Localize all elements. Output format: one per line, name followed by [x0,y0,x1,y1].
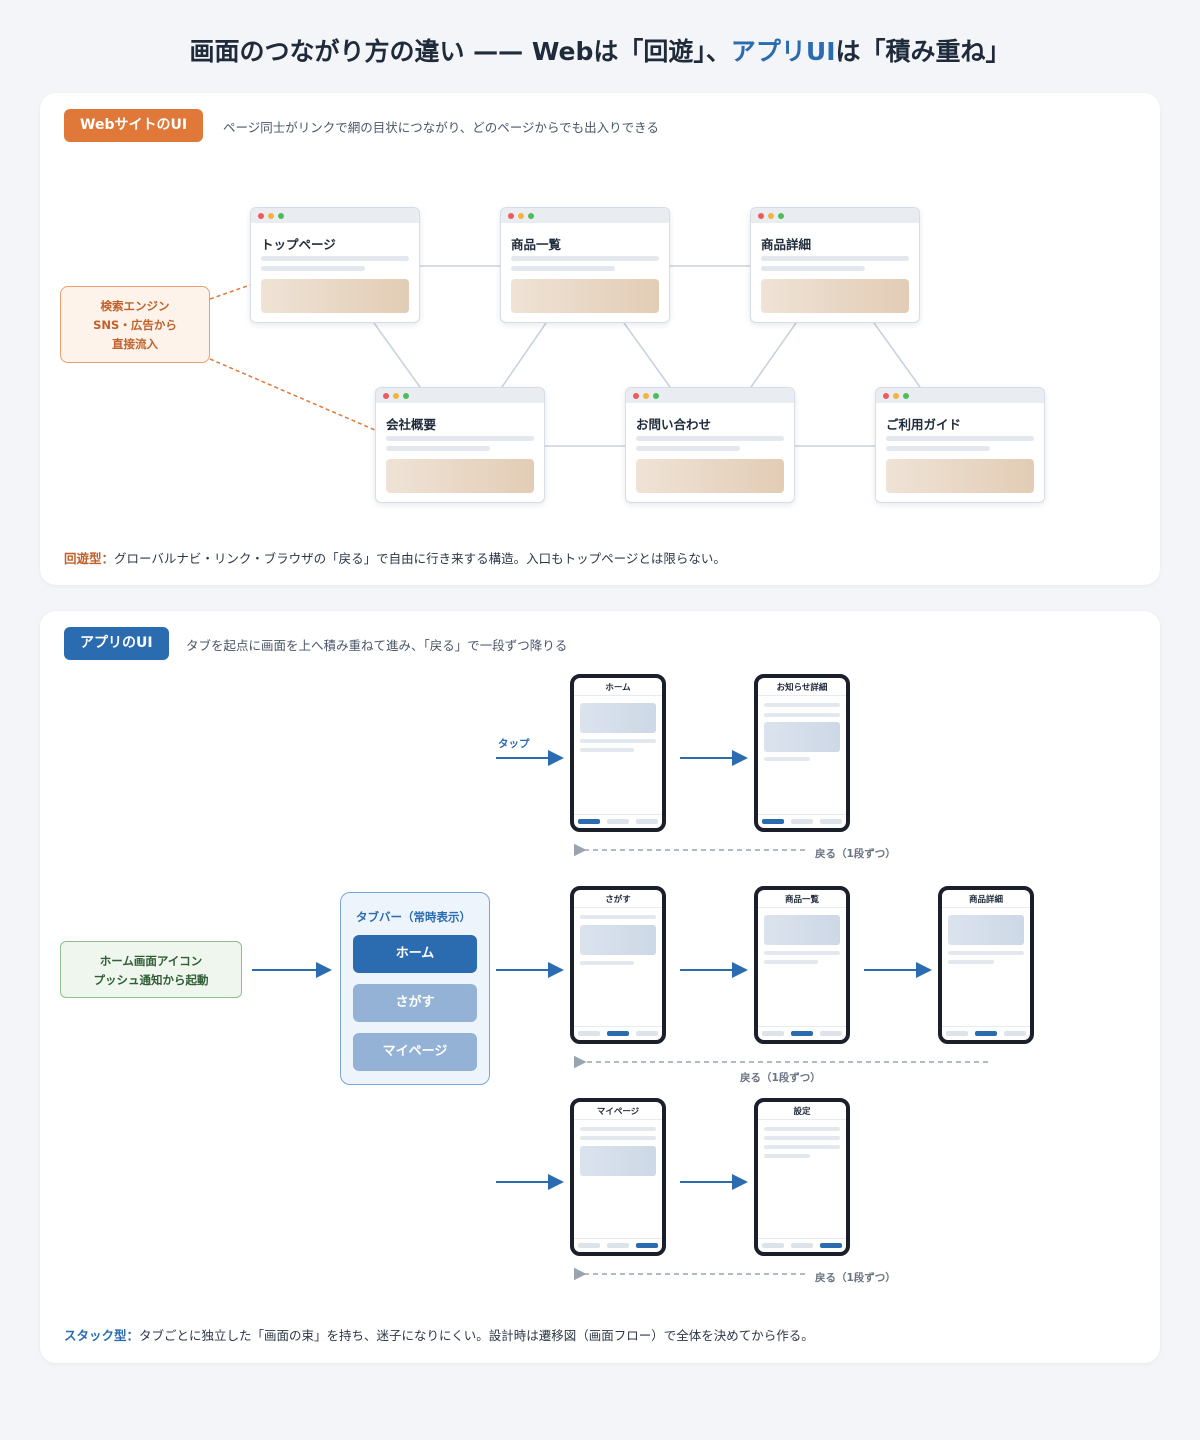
app-subtitle: タブを起点に画面を上へ積み重ねて進み、「戻る」で一段ずつ降りる [186,638,568,653]
phone-title: 商品詳細 [968,895,1003,905]
browser-title: ご利用ガイド [886,417,962,432]
app-note-text: タブごとに独立した「画面の束」を持ち、迷子になりにくい。設計時は遷移図（画面フロ… [139,1328,814,1343]
phone-notice-detail: お知らせ詳細 [754,674,850,832]
image-placeholder [886,459,1034,493]
entry-link-company [209,358,376,431]
page-title-part1: 画面のつながり方の違い —— Webは「回遊」、 [189,37,731,66]
web-subtitle: ページ同士がリンクで網の目状につながり、どのページからでも出入りできる [223,120,659,135]
browser-title: 会社概要 [386,417,437,432]
page-title-part2: は「積み重ね」 [835,37,1011,66]
phone-search: さがす [570,886,666,1044]
page-title: 画面のつながり方の違い —— Webは「回遊」、アプリUIは「積み重ね」 [0,32,1200,68]
app-flow-arrows [252,750,988,1281]
image-placeholder [636,459,784,493]
web-entry-box: 検索エンジン SNS・広告から 直接流入 [60,286,210,363]
browser-window-detail: 商品詳細 [750,207,920,323]
web-note: 回遊型：グローバルナビ・リンク・ブラウザの「戻る」で自由に行き来する構造。入口も… [64,548,726,567]
phone-mypage: マイページ [570,1098,666,1256]
browser-window-list: 商品一覧 [500,207,670,323]
phone-settings: 設定 [754,1098,850,1256]
phone-home: ホーム [570,674,666,832]
app-entry-box: ホーム画面アイコン プッシュ通知から起動 [60,941,242,998]
phone-product-list: 商品一覧 [754,886,850,1044]
browser-window-contact: お問い合わせ [625,387,795,503]
image-placeholder [261,279,409,313]
app-note-key: スタック型： [64,1328,140,1343]
web-section-card: WebサイトのUI ページ同士がリンクで網の目状につながり、どのページからでも出… [40,93,1160,585]
web-entry-line: SNS・広告から [93,318,177,332]
web-badge: WebサイトのUI [64,109,204,142]
phone-title: ホーム [605,683,631,693]
app-section-card: アプリのUI タブを起点に画面を上へ積み重ねて進み、「戻る」で一段ずつ降りる [40,611,1160,1363]
phone-title: 商品一覧 [784,895,819,905]
app-badge: アプリのUI [64,627,169,660]
tab-bar-panel-title: タブバー（常時表示） [356,910,471,924]
page-title-accent: アプリUI [730,37,836,66]
back-label: 戻る（1段ずつ） [815,848,896,860]
phone-product-detail: 商品詳細 [938,886,1034,1044]
link-detail-guide [873,322,921,388]
web-link-lines [209,265,921,447]
tab-mypage-button[interactable]: マイページ [353,1033,477,1071]
app-entry-line: ホーム画面アイコン [99,954,203,968]
tab-search-button[interactable]: さがす [353,984,477,1022]
back-label: 戻る（1段ずつ） [815,1272,896,1284]
link-list-company [501,322,547,388]
web-note-text: グローバルナビ・リンク・ブラウザの「戻る」で自由に行き来する構造。入口もトップペ… [114,551,726,566]
browser-title: 商品詳細 [761,237,812,252]
app-note: スタック型：タブごとに独立した「画面の束」を持ち、迷子になりにくい。設計時は遷移… [64,1325,814,1344]
web-note-key: 回遊型： [64,551,115,566]
phone-title: さがす [605,895,631,905]
link-top-company [373,322,421,388]
browser-title: トップページ [261,237,336,252]
image-placeholder [511,279,659,313]
app-entry-line: プッシュ通知から起動 [93,973,209,987]
link-detail-contact [750,322,797,388]
image-placeholder [386,459,534,493]
browser-window-top: トップページ [250,207,420,323]
image-placeholder [761,279,909,313]
web-entry-line: 直接流入 [112,337,158,351]
tab-home-button[interactable]: ホーム [353,935,477,973]
browser-title: 商品一覧 [511,237,562,252]
phone-title: お知らせ詳細 [776,683,828,693]
back-label: 戻る（1段ずつ） [740,1072,821,1084]
entry-link-top [209,284,251,300]
tap-label: タップ [498,738,530,750]
phone-title: 設定 [793,1107,811,1117]
phone-title: マイページ [596,1107,640,1117]
browser-window-guide: ご利用ガイド [875,387,1045,503]
browser-title: お問い合わせ [636,417,712,432]
browser-window-company: 会社概要 [375,387,545,503]
link-list-contact [623,322,671,388]
web-entry-line: 検索エンジン [100,299,170,313]
tab-bar-panel: タブバー（常時表示） ホーム さがす マイページ [340,892,490,1085]
